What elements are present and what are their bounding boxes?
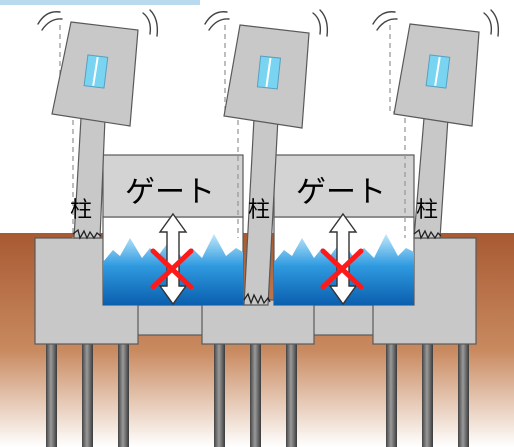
blocked-movement-icon: [150, 248, 194, 290]
blocked-movement-icon: [320, 248, 364, 290]
pillar-label-left: 柱: [70, 198, 93, 223]
pile: [118, 342, 129, 447]
pile: [46, 342, 57, 447]
shake-motion-icon: [372, 9, 500, 37]
crack-icon: [413, 228, 442, 240]
crack-icon: [243, 292, 271, 305]
pile: [286, 342, 297, 447]
pile: [250, 342, 261, 447]
pillar-label-center: 柱: [248, 198, 271, 223]
pile: [422, 342, 433, 447]
foundation-center: [201, 299, 315, 345]
gate-left: [102, 154, 244, 218]
shake-motion-icon: [204, 9, 329, 37]
top-bar: [0, 0, 200, 5]
column-right: [393, 23, 480, 239]
piles: [46, 342, 469, 447]
pile: [82, 342, 93, 447]
gate-label-right: ゲート: [296, 175, 386, 210]
shake-motion-icon: [37, 9, 159, 37]
gate-label-left: ゲート: [125, 175, 215, 210]
double-arrow-icon: [158, 212, 188, 306]
column-left: [51, 21, 139, 239]
gate-right: [273, 154, 415, 218]
double-arrow-icon: [328, 212, 358, 306]
crack-icon: [72, 228, 102, 240]
pile: [458, 342, 469, 447]
column-center: [223, 24, 310, 306]
pile: [214, 342, 225, 447]
pillar-label-right: 柱: [416, 198, 439, 223]
pile: [386, 342, 397, 447]
